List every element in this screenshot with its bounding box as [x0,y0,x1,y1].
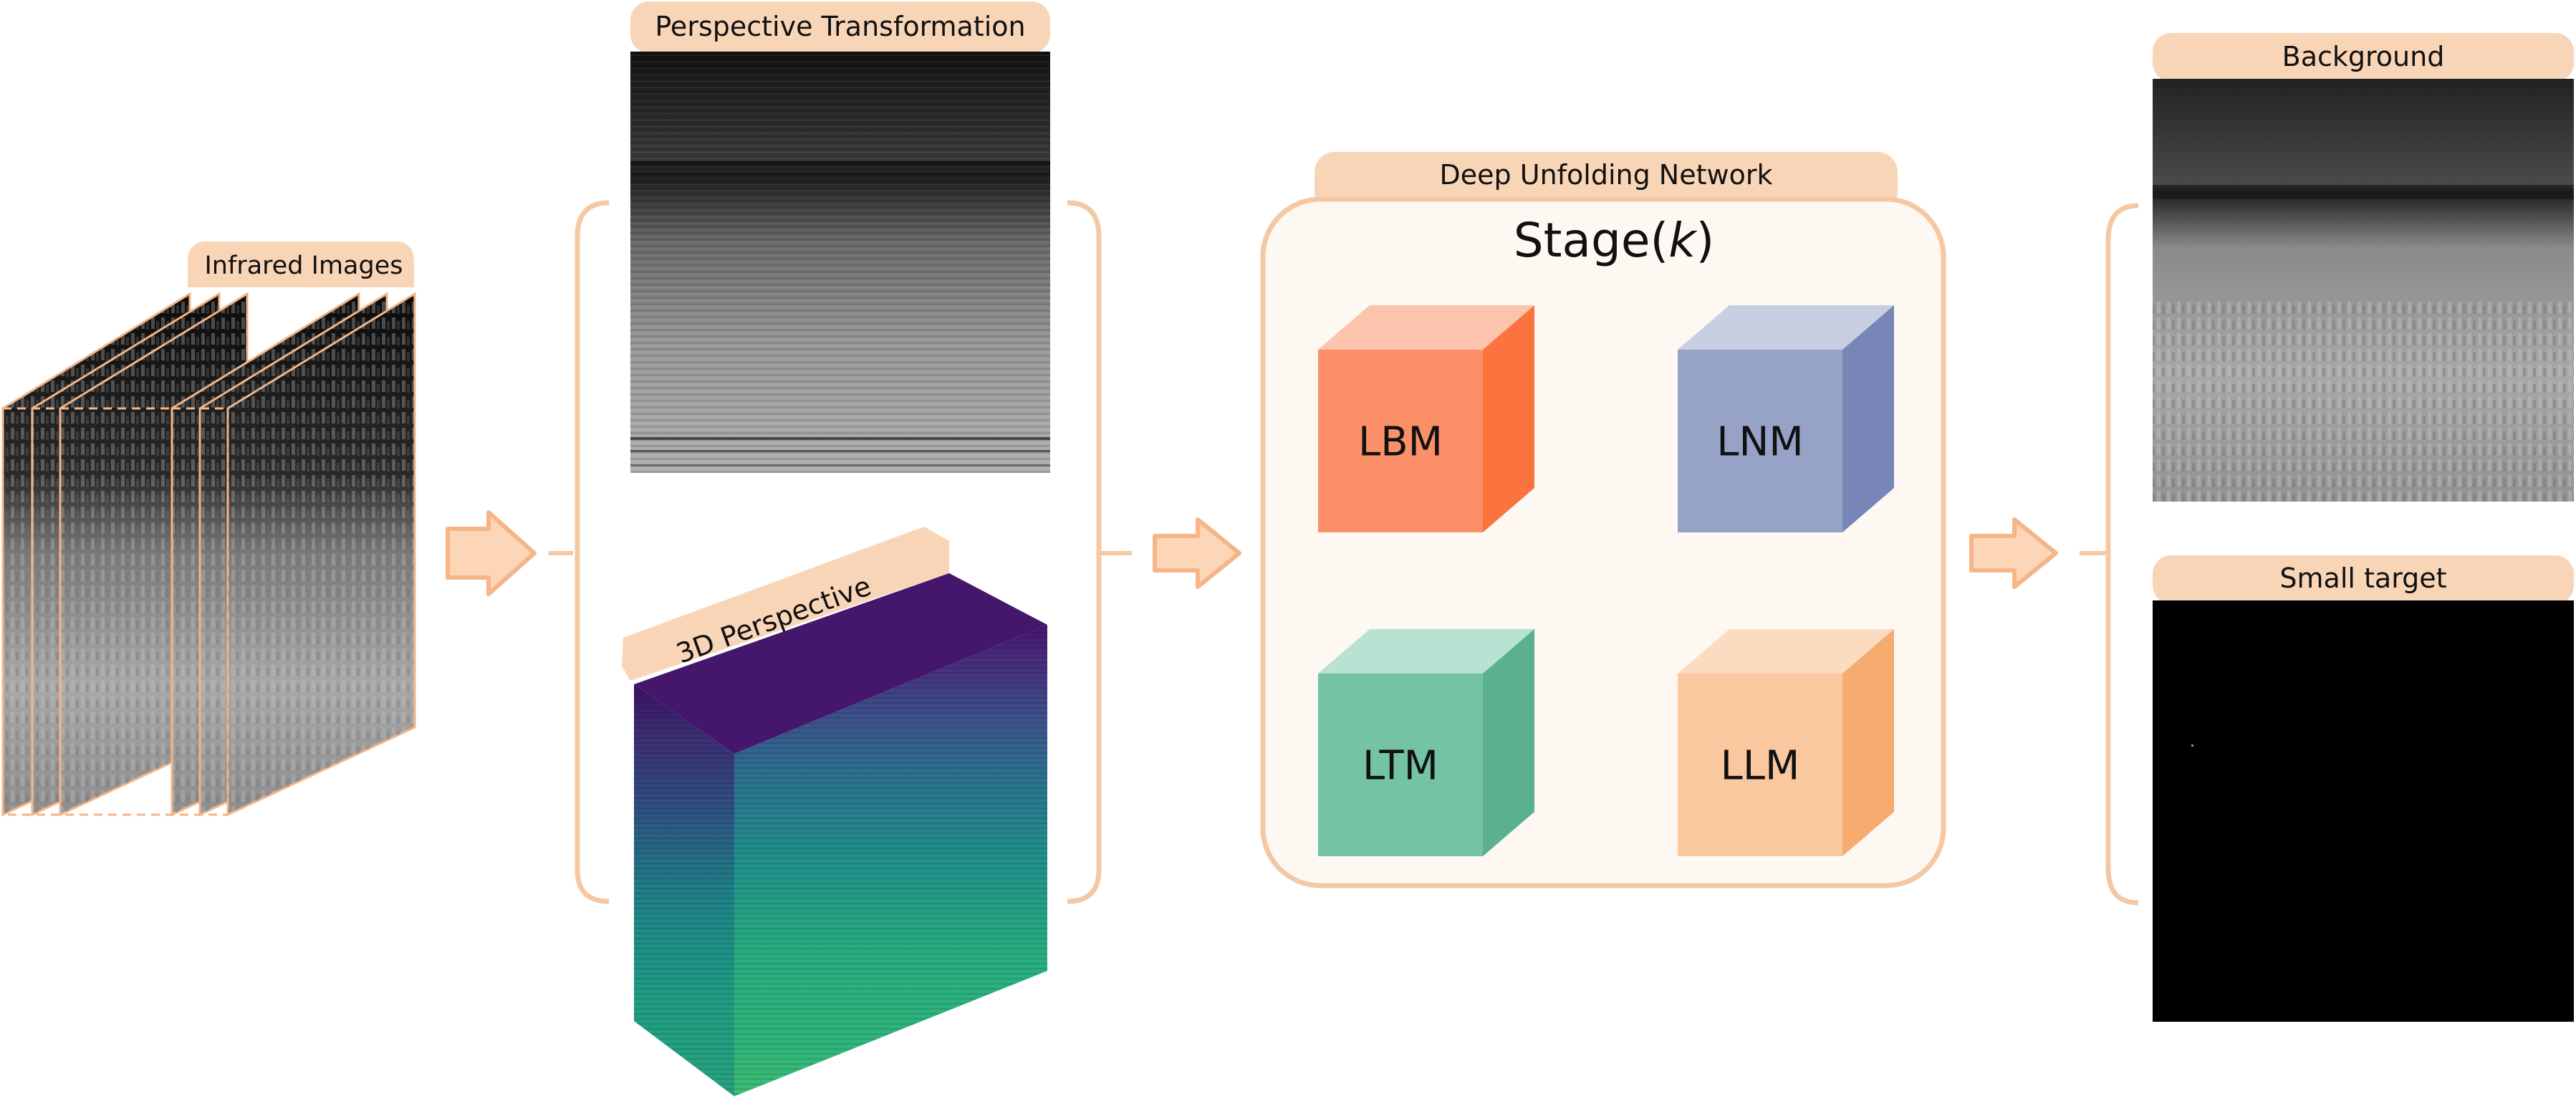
perspective-left-bracket [575,200,610,904]
module-label: LTM [1363,743,1438,790]
background-output: Background [2153,33,2574,502]
deep-unfolding-network-label: Deep Unfolding Network [1440,159,1773,191]
cube-top-face [1318,305,1534,350]
cube-top-face [1678,629,1894,674]
module-cube-lbm: LBM [1318,305,1534,532]
cube-side-face [1842,305,1894,532]
module-cube-lnm: LNM [1678,305,1894,532]
perspective-transformation-panel: Perspective Transformation [630,1,1050,473]
background-label: Background [2282,41,2445,72]
cube-top-face [1318,629,1534,674]
module-cubes: LBM LNM LTM LLM [1318,305,1894,856]
3d-perspective-panel: 3D Perspective [622,527,1047,1096]
perspective-right-bracket [1067,200,1102,904]
small-target-label: Small target [2279,562,2446,594]
infrared-image-stack: Infrared Images [1,241,416,817]
module-cube-llm: LLM [1678,629,1894,856]
arrow-2 [1099,517,1241,589]
stack-outline-left [1,407,173,816]
module-label: LNM [1716,419,1803,466]
arrow-3 [1969,517,2106,589]
small-target-image [2153,600,2574,1022]
cube-side-face [1483,305,1534,532]
small-target-tab [2153,555,2574,604]
cube-front-face [1318,350,1483,532]
infrared-frame-group-front [170,292,416,817]
output-bracket [2105,203,2139,906]
small-target-output: Small target [2153,555,2574,1022]
deep-unfolding-network-panel: Deep Unfolding Network Stage(k) LBM LNM LT… [1260,152,1946,888]
cube-side-face [1483,629,1534,856]
3d-perspective-tab [622,527,949,681]
module-cube-ltm: LTM [1318,629,1534,856]
module-label: LLM [1721,743,1800,790]
cube-front-face [1318,674,1483,856]
small-target-dot [2191,744,2193,747]
background-tab [2153,33,2574,82]
cube-top-face [1678,305,1894,350]
cube-front-face [1678,674,1842,856]
infrared-images-label: Infrared Images [204,251,403,280]
module-label: LBM [1358,419,1443,466]
perspective-transformation-label: Perspective Transformation [655,11,1025,42]
perspective-transformation-tab [630,1,1050,53]
stage-title: Stage(k) [1514,213,1714,268]
cube-front-face [1678,350,1842,532]
stack-outline-right [170,407,229,816]
cube-side-face [1842,629,1894,856]
arrow-1 [446,510,573,596]
